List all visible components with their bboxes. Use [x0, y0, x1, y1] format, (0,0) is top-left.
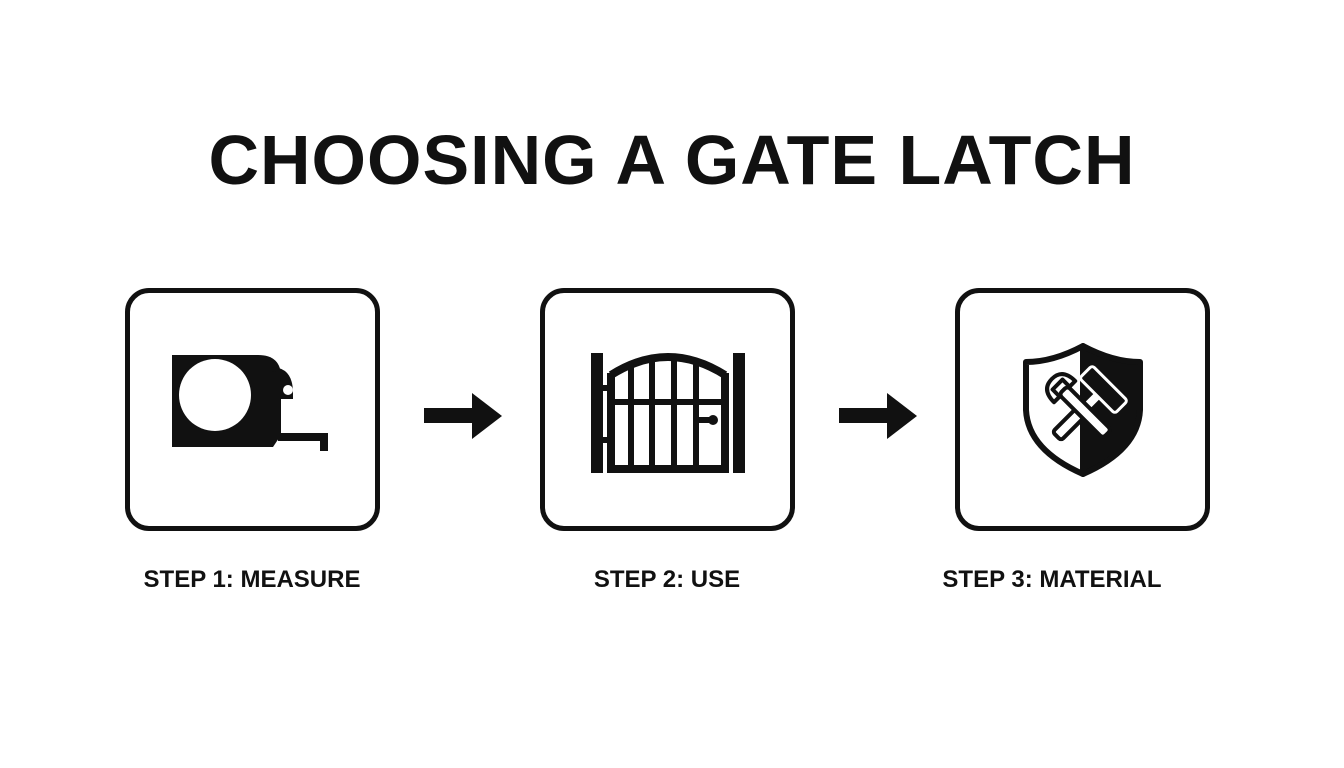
step-2-card: [540, 288, 795, 531]
step-3-card: [955, 288, 1210, 531]
arrow-right-icon: [424, 393, 504, 439]
step-2-label: STEP 2: USE: [593, 566, 741, 593]
arrow-right-icon: [839, 393, 919, 439]
page-title: CHOOSING A GATE LATCH: [208, 121, 1136, 199]
gate-icon: [583, 345, 753, 475]
step-1-label: STEP 1: MEASURE: [143, 566, 361, 593]
step-3-label: STEP 3: MATERIAL: [942, 566, 1162, 593]
step-1-card: [125, 288, 380, 531]
shield-tools-icon: [1018, 340, 1148, 480]
tape-measure-icon: [163, 345, 343, 475]
